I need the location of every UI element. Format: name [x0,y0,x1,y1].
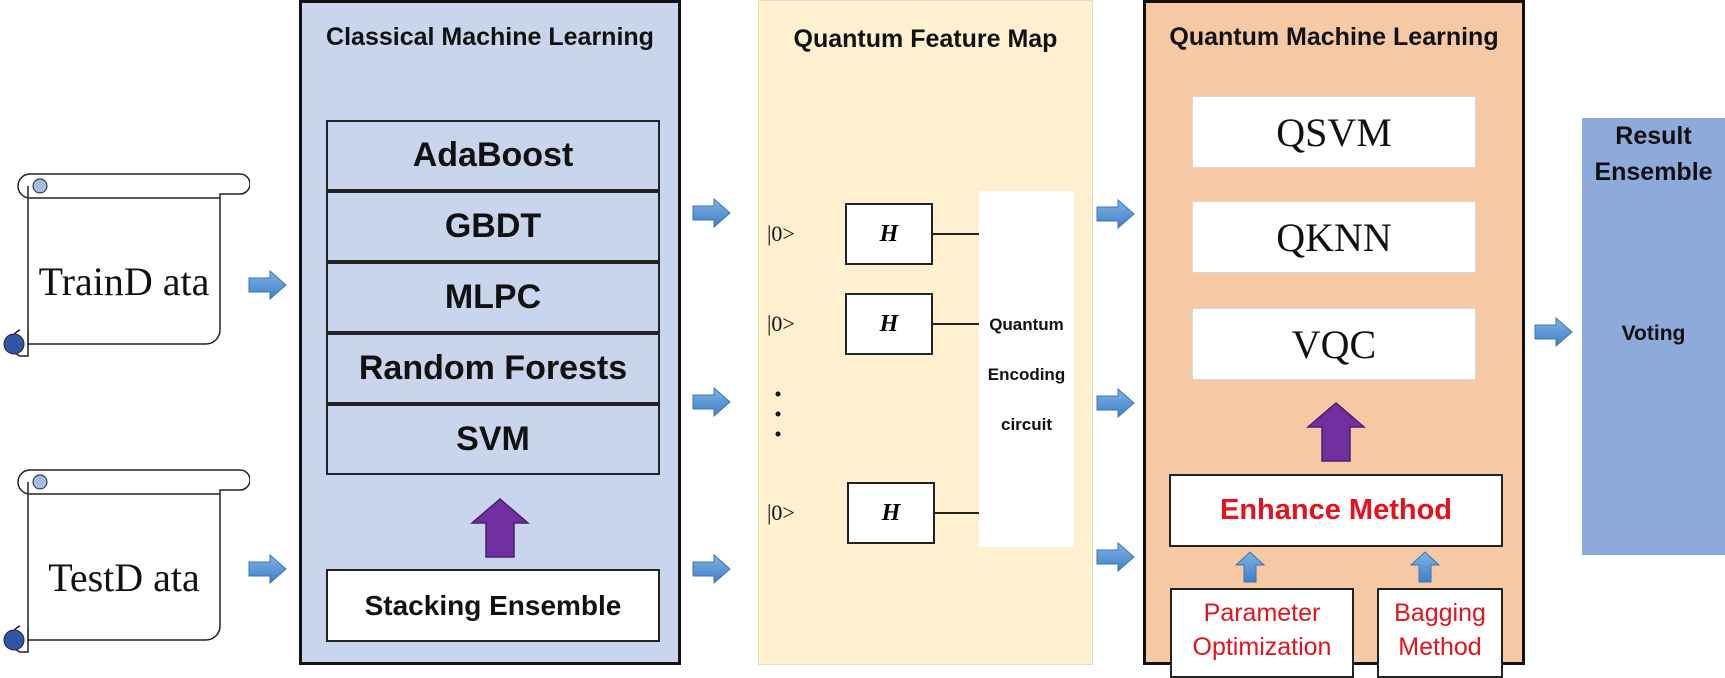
scroll-icon [3,173,251,357]
test-data-label: TestD ata [48,555,200,600]
arrow-right-icon [1534,317,1573,347]
arrow-right-icon [248,270,287,300]
arrow-right-icon [248,554,287,584]
qubit-ket: |0> [767,500,795,525]
bagging-method-line1: Bagging [1394,599,1486,627]
scroll-icon [3,469,251,653]
arrow-up-icon [1306,402,1366,462]
arrow-up-icon [470,498,530,558]
stacking-ensemble-box: Stacking Ensemble [326,569,660,642]
encoding-label-line1: Quantum [989,315,1064,334]
parameter-optimization-line2: Optimization [1192,633,1332,661]
result-ensemble-panel: Result Ensemble Voting [1582,118,1725,555]
voting-label: Voting [1621,322,1686,345]
arrow-up-small-icon [1235,551,1265,583]
feature-map-title: Quantum Feature Map [793,25,1058,53]
hadamard-gate: H [845,293,933,355]
qubit-ket: |0> [767,311,795,336]
arrow-right-icon [1096,542,1135,572]
result-title-line1: Result [1615,122,1692,150]
hadamard-gate: H [845,203,933,265]
quantum-feature-map-panel: Quantum Feature Map |0> H |0> H |0> H Qu… [758,0,1093,665]
qubit-wire [933,233,979,235]
stacking-ensemble-label: Stacking Ensemble [364,589,622,621]
arrow-right-icon [1096,388,1135,418]
arrow-up-small-icon [1410,551,1440,583]
qubit-wire [933,323,979,325]
arrow-right-icon [1096,199,1135,229]
arrow-right-icon [692,198,731,228]
model-mlpc: MLPC [326,262,660,333]
quantum-ml-panel: Quantum Machine Learning QSVM QKNN VQC E… [1143,0,1525,678]
encoding-label-line3: circuit [1000,415,1053,434]
classical-ml-panel: Classical Machine Learning AdaBoost GBDT… [299,0,681,665]
test-data-scroll: TestD ata [0,456,251,668]
model-random-forests: Random Forests [326,333,660,404]
arrow-right-icon [692,554,731,584]
hadamard-gate: H [847,482,935,544]
qubit-wire [935,512,979,514]
result-title-line2: Ensemble [1594,158,1713,186]
quantum-ml-title: Quantum Machine Learning [1169,23,1499,51]
model-qsvm: QSVM [1192,96,1476,168]
encoding-label-line2: Encoding [987,365,1066,384]
bagging-method-box: Bagging Method [1377,588,1503,678]
classical-ml-title: Classical Machine Learning [326,23,654,51]
bagging-method-line2: Method [1398,633,1482,661]
quantum-encoding-circuit-box: Quantum Encoding circuit [979,191,1074,547]
enhance-method-box: Enhance Method [1169,474,1503,547]
parameter-optimization-box: Parameter Optimization [1170,588,1354,678]
model-svm: SVM [326,404,660,475]
model-adaboost: AdaBoost [326,120,660,191]
arrow-right-icon [692,387,731,417]
vertical-ellipsis-icon [775,391,781,437]
enhance-method-label: Enhance Method [1219,494,1452,526]
model-vqc: VQC [1192,308,1476,380]
parameter-optimization-line1: Parameter [1203,599,1321,627]
qubit-ket: |0> [767,221,795,246]
model-gbdt: GBDT [326,191,660,262]
model-qknn: QKNN [1192,201,1476,273]
train-data-label: TrainD ata [38,259,210,304]
train-data-scroll: TrainD ata [0,160,251,372]
